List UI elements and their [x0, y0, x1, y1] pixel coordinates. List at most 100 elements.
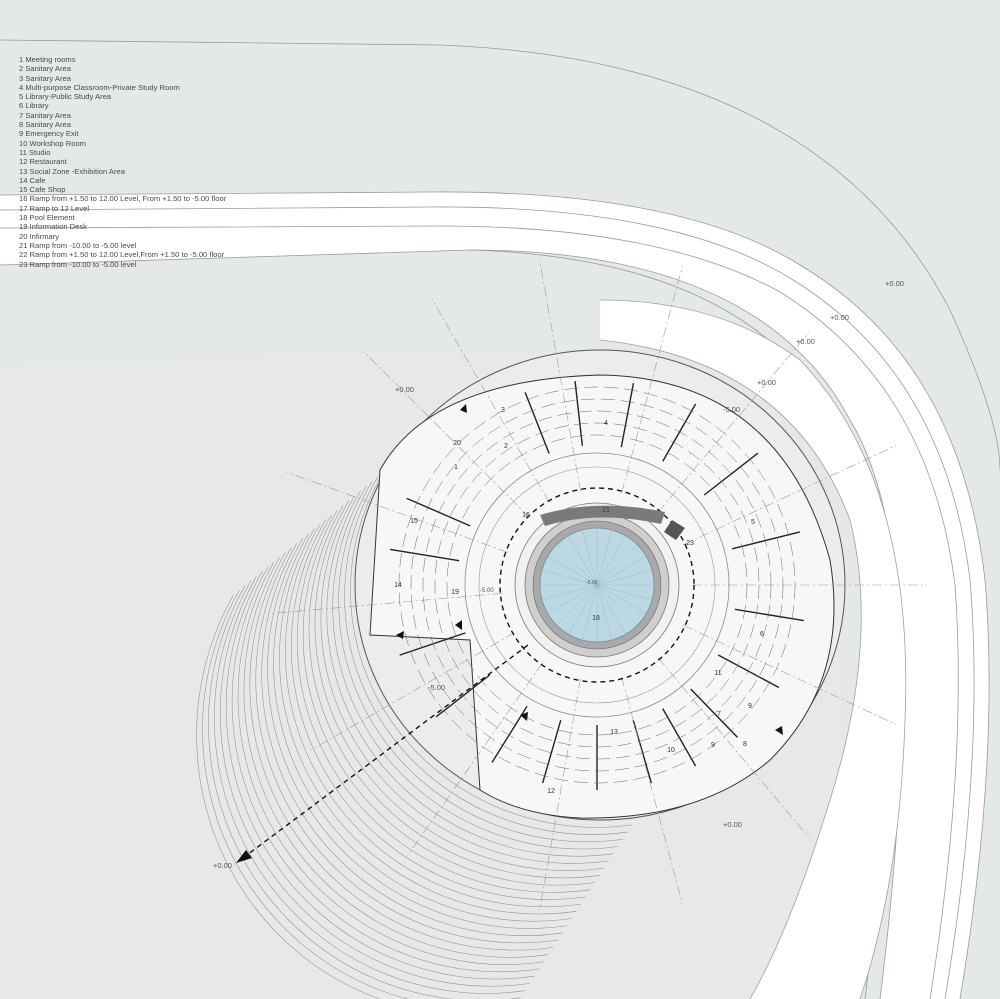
fan-line [202, 590, 409, 999]
room-9b: 9 [711, 742, 715, 749]
ring-mid [478, 466, 716, 704]
section-markers [396, 404, 783, 735]
room-14: 14 [394, 582, 402, 589]
pool-spoke [541, 570, 598, 586]
fan-line [231, 566, 540, 973]
legend-item: 14 Cafe [19, 175, 46, 185]
ramp-21 [540, 505, 665, 526]
fan-line [344, 476, 628, 835]
ring-outer [464, 452, 730, 718]
fan-line [302, 509, 595, 886]
axis-line [682, 445, 897, 546]
fan-line [255, 547, 558, 944]
legend-item: 13 Social Zone -Exhibition Area [19, 166, 125, 176]
legend-item: 10 Workshop Room [19, 138, 86, 148]
legend-item: 12 Restaurant [19, 157, 67, 167]
legend-item: 19 Information Desk [19, 222, 87, 232]
level-inner-ring: -5.00 [480, 588, 494, 594]
axis-line [268, 592, 503, 615]
fan-line [320, 495, 609, 864]
room-12: 12 [547, 788, 555, 795]
radial-wall [524, 392, 550, 454]
pool-spoke [547, 584, 598, 614]
pool-spoke [582, 529, 598, 586]
axis-line [286, 471, 508, 553]
radial-wall [662, 403, 697, 462]
level-bottom: +0.00 [723, 820, 742, 829]
room-6: 6 [760, 631, 764, 638]
level-bottom-left: +0.00 [213, 861, 232, 870]
legend-item: 7 Sanitary Area [19, 110, 71, 120]
room-20: 20 [453, 440, 461, 447]
legend-item: 1 Meeting rooms [19, 55, 76, 64]
legend-item: 17 Ramp to 12 Level [19, 203, 90, 213]
ring-dashed [499, 487, 695, 683]
legend-item: 16 Ramp from +1.50 to 12.00 Level, From … [19, 194, 227, 204]
axis-line [407, 662, 543, 856]
furniture-row [446, 434, 748, 736]
furniture-row [410, 398, 784, 772]
radial-wall [690, 688, 739, 738]
fan-line [225, 571, 535, 980]
legend-item: 20 Infirmary [19, 231, 60, 241]
fan-line [350, 472, 633, 828]
fan-line [279, 528, 577, 915]
room-23: 23 [686, 540, 694, 547]
legend-item: 18 Pool Element [19, 213, 75, 223]
room-3: 3 [501, 407, 505, 414]
axis-line [311, 632, 515, 751]
pool-spoke [596, 556, 647, 586]
pool-spoke [596, 584, 612, 641]
pool-spoke [596, 584, 647, 614]
pool-spoke [596, 570, 653, 586]
level-top-right-1: +0.00 [885, 279, 904, 288]
fan-line [261, 542, 563, 936]
pool-spoke [596, 584, 653, 600]
road-band [0, 191, 990, 999]
legend-item: 8 Sanitary Area [19, 120, 71, 130]
radial-wall [541, 720, 562, 784]
legend-item: 2 Sanitary Area [19, 64, 71, 74]
pool-spoke [596, 584, 638, 626]
inner-road [600, 300, 906, 999]
axis-line [657, 332, 810, 513]
axis-line [657, 657, 810, 838]
room-4: 4 [604, 420, 608, 427]
pool-spoke [596, 535, 626, 586]
furniture-row [398, 386, 796, 784]
fan-line [267, 538, 568, 929]
legend-item: 4 Multi-purpose Classroom-Private Study … [19, 82, 180, 92]
axis-lines [268, 259, 927, 911]
legend-item: 3 Sanitary Area [19, 73, 71, 83]
pool-spoke [556, 584, 598, 626]
fan-line [249, 552, 554, 951]
legend-item: 23 Ramp from -10.00 to -5.00 level [19, 259, 137, 269]
fan-line [332, 486, 619, 850]
level-lower-ring: -5.00 [428, 683, 445, 692]
pool-spoke [582, 584, 598, 641]
entry-arrowhead [236, 850, 252, 863]
ramp-23 [664, 520, 685, 540]
room-1: 1 [454, 464, 458, 471]
legend-item: 6 Library [19, 101, 49, 111]
axis-line [682, 624, 897, 725]
legend-item: 11 Studio [19, 147, 51, 157]
fan-line [314, 500, 605, 871]
pool-spoke [556, 544, 598, 586]
pool-spoke [547, 556, 598, 586]
level-upper-ring: -5.00 [723, 405, 740, 414]
legend-item: 21 Ramp from -10.00 to -5.00 level [19, 240, 137, 250]
axis-line [431, 299, 550, 503]
legend-item: 22 Ramp from +1.50 to 12.00 Level,From +… [19, 250, 225, 260]
radial-wall [717, 654, 780, 689]
fan-line [273, 533, 572, 922]
room-18: 18 [592, 615, 600, 622]
fan-line [308, 505, 600, 879]
radial-wall [662, 708, 697, 767]
pool-spoke [596, 529, 612, 586]
level-top-right-3: +0.00 [796, 337, 815, 346]
level-top-right-4: +0.00 [757, 378, 776, 387]
room-10: 10 [667, 747, 675, 754]
fan-line [296, 514, 591, 893]
furniture [398, 386, 796, 784]
